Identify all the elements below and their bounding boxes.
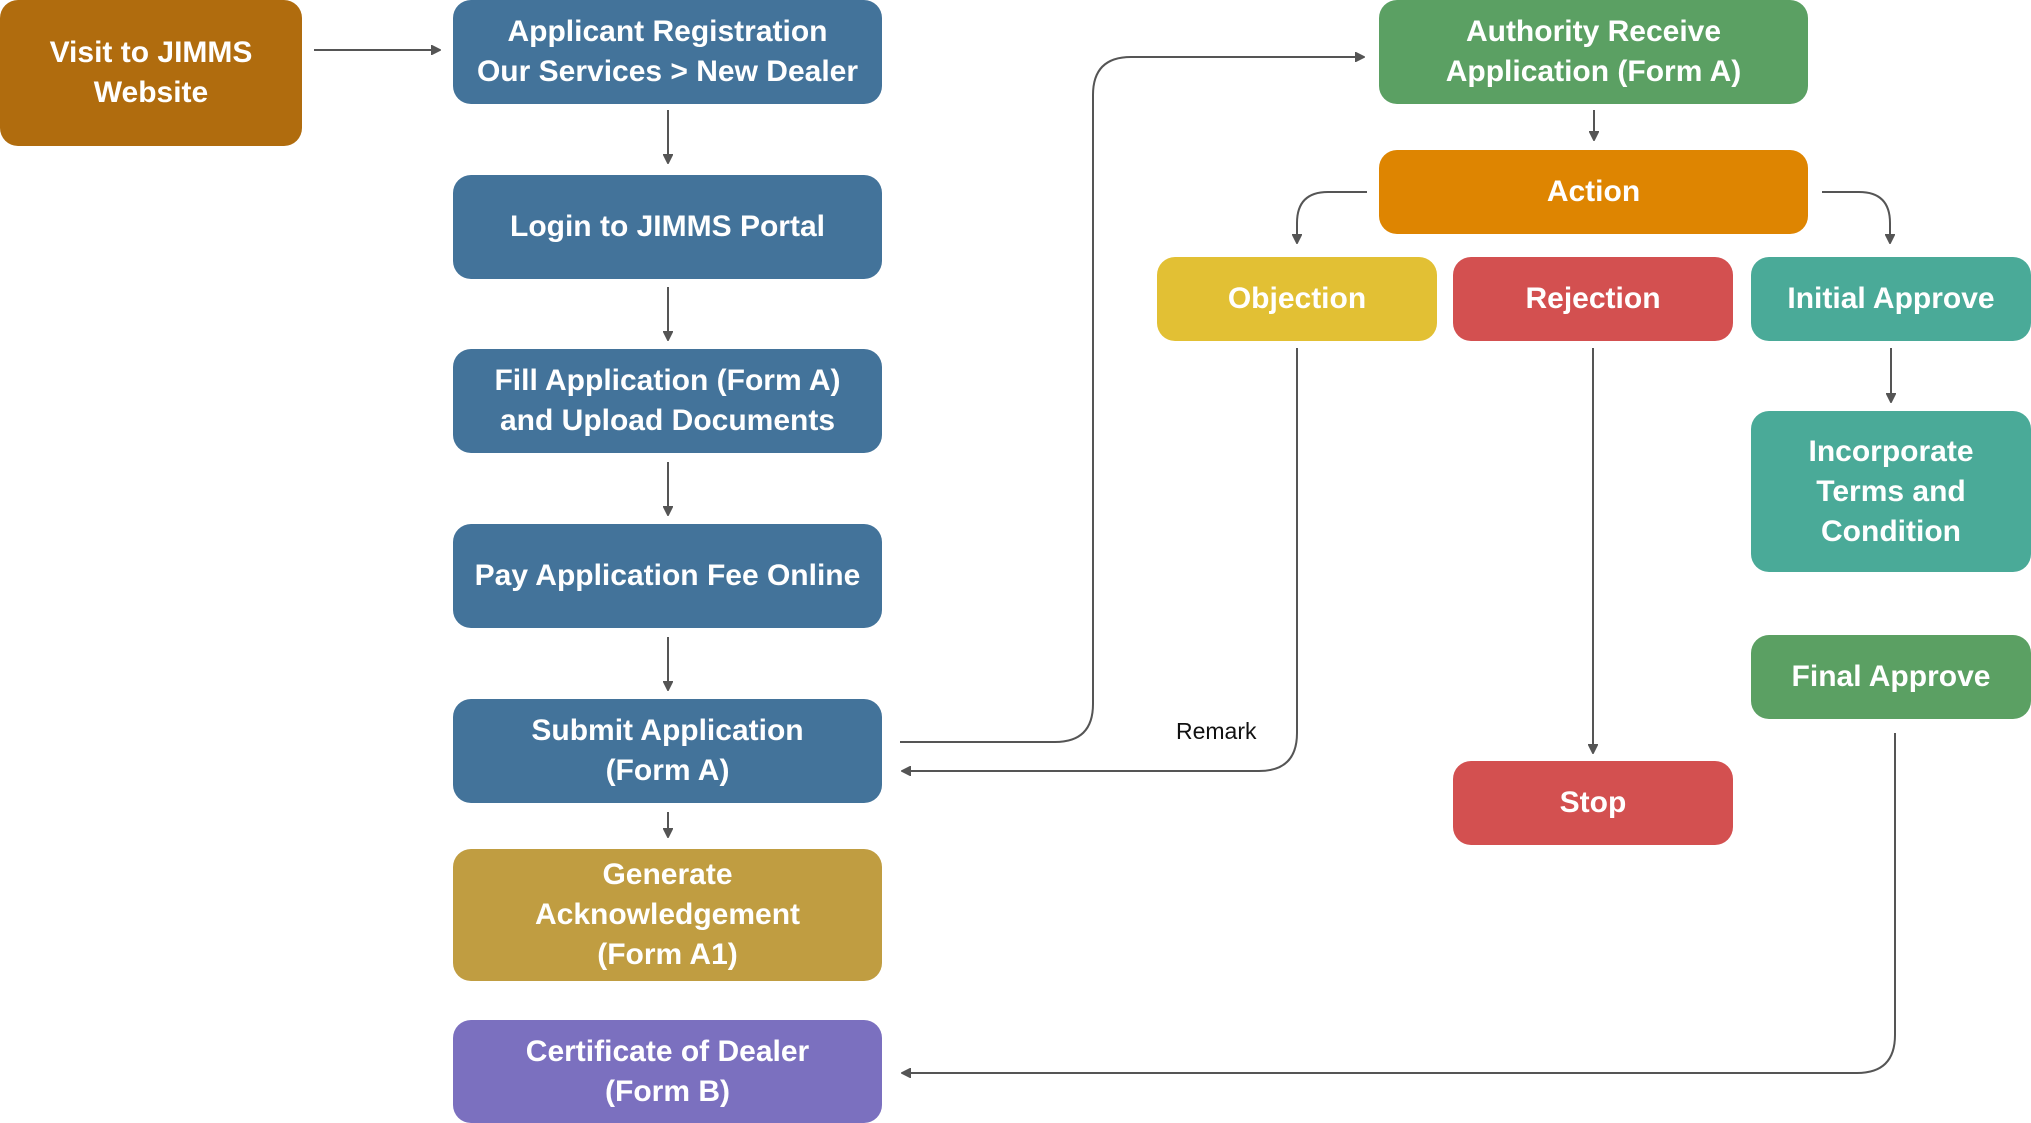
login-portal-node: Login to JIMMS Portal — [453, 175, 882, 279]
visit-website-node: Visit to JIMMS Website — [0, 0, 302, 146]
certificate-label: Certificate of Dealer (Form B) — [525, 1034, 810, 1108]
visit-website-label: Visit to JIMMS Website — [49, 36, 253, 109]
arrow-action-to-objection — [1297, 191, 1367, 243]
action-label: Action — [1546, 175, 1641, 208]
arrow-submit-to-authority — [900, 57, 1364, 743]
final-approve-label: Final Approve — [1791, 660, 1991, 693]
remark-label: Remark — [1176, 718, 1257, 744]
final-approve-node: Final Approve — [1751, 635, 2031, 719]
objection-node: Objection — [1157, 257, 1437, 341]
submit-application-label: Submit Application (Form A) — [531, 714, 804, 787]
rejection-label: Rejection — [1525, 282, 1661, 315]
applicant-registration-node: Applicant Registration Our Services > Ne… — [453, 0, 882, 104]
acknowledgement-node: Generate Acknowledgement (Form A1) — [453, 849, 882, 981]
initial-approve-node: Initial Approve — [1751, 257, 2031, 341]
stop-node: Stop — [1453, 761, 1733, 845]
submit-application-node: Submit Application (Form A) — [453, 699, 882, 803]
authority-receive-label: Authority Receive Application (Form A) — [1445, 15, 1742, 88]
incorporate-terms-node: Incorporate Terms and Condition — [1751, 411, 2031, 572]
incorporate-terms-label: Incorporate Terms and Condition — [1808, 434, 1974, 548]
stop-label: Stop — [1559, 786, 1627, 819]
action-node: Action — [1379, 150, 1808, 234]
pay-fee-label: Pay Application Fee Online — [474, 559, 861, 592]
rejection-node: Rejection — [1453, 257, 1733, 341]
login-portal-label: Login to JIMMS Portal — [510, 210, 825, 243]
arrow-final-approve-to-certificate — [902, 733, 1896, 1073]
pay-fee-node: Pay Application Fee Online — [453, 524, 882, 628]
acknowledgement-label: Generate Acknowledgement (Form A1) — [534, 858, 801, 971]
fill-application-node: Fill Application (Form A) and Upload Doc… — [453, 349, 882, 453]
authority-receive-node: Authority Receive Application (Form A) — [1379, 0, 1808, 104]
initial-approve-label: Initial Approve — [1787, 282, 1995, 315]
certificate-node: Certificate of Dealer (Form B) — [453, 1020, 882, 1123]
fill-application-label: Fill Application (Form A) and Upload Doc… — [494, 364, 841, 437]
objection-label: Objection — [1227, 282, 1367, 315]
arrow-action-to-initial-approve — [1822, 191, 1890, 243]
arrow-objection-remark-to-submit — [902, 348, 1298, 771]
applicant-registration-label: Applicant Registration Our Services > Ne… — [476, 15, 859, 88]
